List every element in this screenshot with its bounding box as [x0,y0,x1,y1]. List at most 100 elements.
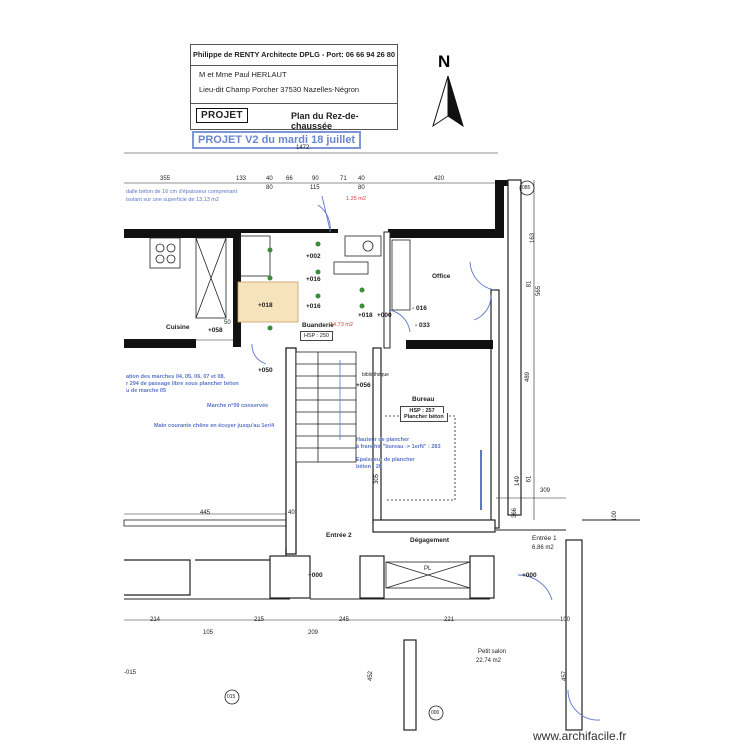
level-label: +016 [306,303,321,310]
wall [495,180,513,186]
degagement-cabinet [385,561,471,589]
level-marker [315,241,321,247]
dim-label: 40 [288,510,295,516]
north-label: N [438,52,451,71]
door-swing [469,261,495,291]
dim-label: 163 [530,232,537,244]
client-address: Lieu-dit Champ Porcher 37530 Nazelles-Né… [199,85,360,94]
level-tag [519,180,535,196]
level-label: +000 [522,572,537,579]
note-pl: PL [424,566,432,572]
watermark: www.archifacile.fr [533,729,627,743]
wall [124,339,196,348]
level-tag-label: 000 [431,710,440,716]
office-furniture [391,239,411,311]
status-badge: PROJET [196,108,248,123]
dim-label: 66 [286,176,293,182]
level-label: +000 [377,312,392,319]
dim-label: 245 [339,617,350,623]
wall [123,519,287,527]
door-swing [317,204,331,233]
wall [233,229,241,347]
level-tag [224,689,240,705]
door-swing [517,574,553,601]
note-marches: r 294 de passage libre sous plancher bét… [126,381,239,387]
level-marker [267,275,273,281]
note-hauteur: Hauteur de plancher [356,437,410,443]
dim-label: 80 [358,185,365,191]
wall [507,179,522,516]
plan-name: Plan du Rez-de-chaussée [291,111,359,131]
dim-label: 40 [358,176,365,182]
cuisine-counter [149,237,181,269]
note-epaisseur: béton : 26 [356,464,382,470]
wall [383,231,391,349]
room-label-entree2: Entrée 2 [326,532,352,539]
room-area-entree1: 6.86 m2 [532,545,554,551]
wall [372,519,496,533]
level-label: +018 [258,302,273,309]
wall [238,229,338,233]
room-label-buanderie: Buanderie [302,322,334,329]
note-beton: isolant sur une superficie de 13,13 m2 [126,197,219,203]
note-hsp-bureau: HSP : 257 [400,406,444,415]
dim-label: 149 [515,475,522,487]
dim-label: 452 [368,670,375,682]
level-label: +000 [308,572,323,579]
level-tag [428,705,444,721]
note-hsp-bureau: Plancher béton [400,413,448,422]
level-label: +058 [208,327,223,334]
door-swing [251,343,267,365]
dim-label: 100 [612,510,619,522]
hob-burner [166,243,176,253]
note-bibliotheque: bibliothèque [362,372,389,378]
dim-label: 309 [540,488,551,494]
note-marches: u de marche 05 [126,388,167,394]
wall [269,555,311,599]
dim-label: 221 [444,617,455,623]
note-marches: ation des marches 04, 05, 06, 07 et 08. [126,374,226,380]
client-name: M et Mme Paul HERLAUT [199,70,287,79]
hob-burner [155,254,165,264]
note-beton: dalle béton de 16 cm d'épaisseur compren… [126,189,238,195]
door-swing [321,195,331,231]
door-swing [567,689,601,721]
dim-label: 366 [512,507,519,519]
level-label: +018 [358,312,373,319]
dim-label: 81 [526,280,533,288]
level-marker [359,287,365,293]
note-hsp-buanderie: HSP : 250 [300,331,333,341]
room-label-entree1: Entrée 1 [532,535,557,542]
note-epaisseur: Epaisseur de plancher [356,457,415,463]
dim-label: 100 [560,617,571,623]
wc-fixture [344,235,382,257]
room-label-bureau: Bureau [412,396,435,403]
hob-burner [155,243,165,253]
wc-bowl [362,240,374,252]
title-divider [191,103,397,104]
wall [495,180,504,238]
wall [403,639,417,731]
degagement-cabinet-cross [385,561,471,589]
level-marker [267,325,273,331]
wall [124,559,191,596]
dim-label: 489 [525,371,532,383]
level-label: +050 [258,367,273,374]
hob-burner [166,254,176,264]
dim-label: 61 [526,475,533,483]
level-label: +002 [306,253,321,260]
note-main-courante: Main courante chêne en écuyer jusqu'au 1… [154,423,275,429]
wall [469,555,495,599]
stair [295,351,357,463]
level-label: - 033 [415,322,430,329]
shower [333,261,369,275]
architect-line: Philippe de RENTY Architecte DPLG - Port… [191,45,397,66]
level-tag-label: 085 [522,185,531,191]
room-area-petit-salon: 22.74 m2 [476,658,502,664]
wall [285,347,297,555]
level-label: -015 [124,670,137,676]
cuisine-cabinet-cross [195,237,227,319]
wall [124,229,236,238]
version-label: PROJET V2 du mardi 18 juillet [192,131,362,149]
dim-label: 215 [254,617,265,623]
